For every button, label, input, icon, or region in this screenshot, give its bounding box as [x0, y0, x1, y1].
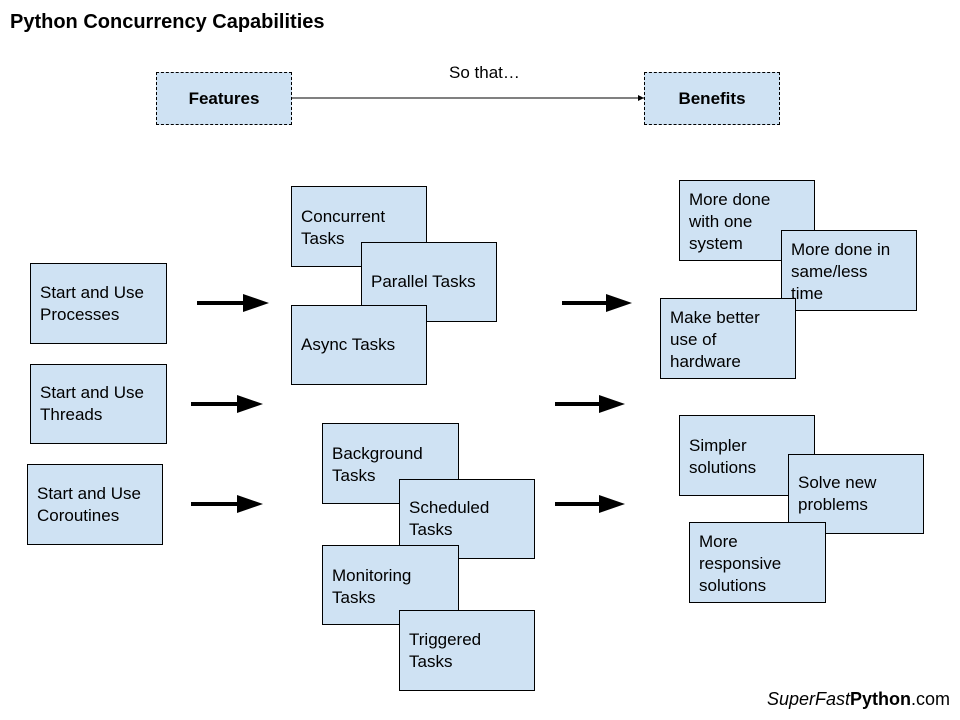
- api-box-threads: Start and Use Threads: [30, 364, 167, 444]
- page-title: Python Concurrency Capabilities: [10, 11, 325, 33]
- benefit-solve-new-problems: Solve new problems: [788, 454, 924, 534]
- footer-brand: SuperFastPython.com: [767, 689, 950, 710]
- features-legend-box: Features: [156, 72, 292, 125]
- feature-arrow-2: [555, 395, 625, 413]
- benefit-more-done-less-time: More done in same/less time: [781, 230, 917, 311]
- feature-async-tasks: Async Tasks: [291, 305, 427, 385]
- footer-brand-part2: Python: [849, 689, 911, 709]
- api-box-coroutines: Start and Use Coroutines: [27, 464, 163, 545]
- api-arrow-coroutines: [191, 495, 263, 513]
- feature-arrow-3: [555, 495, 625, 513]
- footer-brand-part3: .com: [910, 689, 950, 709]
- api-box-processes: Start and Use Processes: [30, 263, 167, 344]
- api-arrow-processes: [197, 294, 269, 312]
- benefit-more-done-one-system: More done with one system: [679, 180, 815, 261]
- connector-label: So that…: [449, 63, 520, 82]
- benefit-responsive-solutions: More responsive solutions: [689, 522, 826, 603]
- api-arrow-threads: [191, 395, 263, 413]
- benefits-legend-box: Benefits: [644, 72, 780, 125]
- feature-triggered-tasks: Triggered Tasks: [399, 610, 535, 691]
- feature-arrow-1: [562, 294, 632, 312]
- footer-brand-part1: SuperFast: [766, 689, 850, 709]
- benefit-better-hardware: Make better use of hardware: [660, 298, 796, 379]
